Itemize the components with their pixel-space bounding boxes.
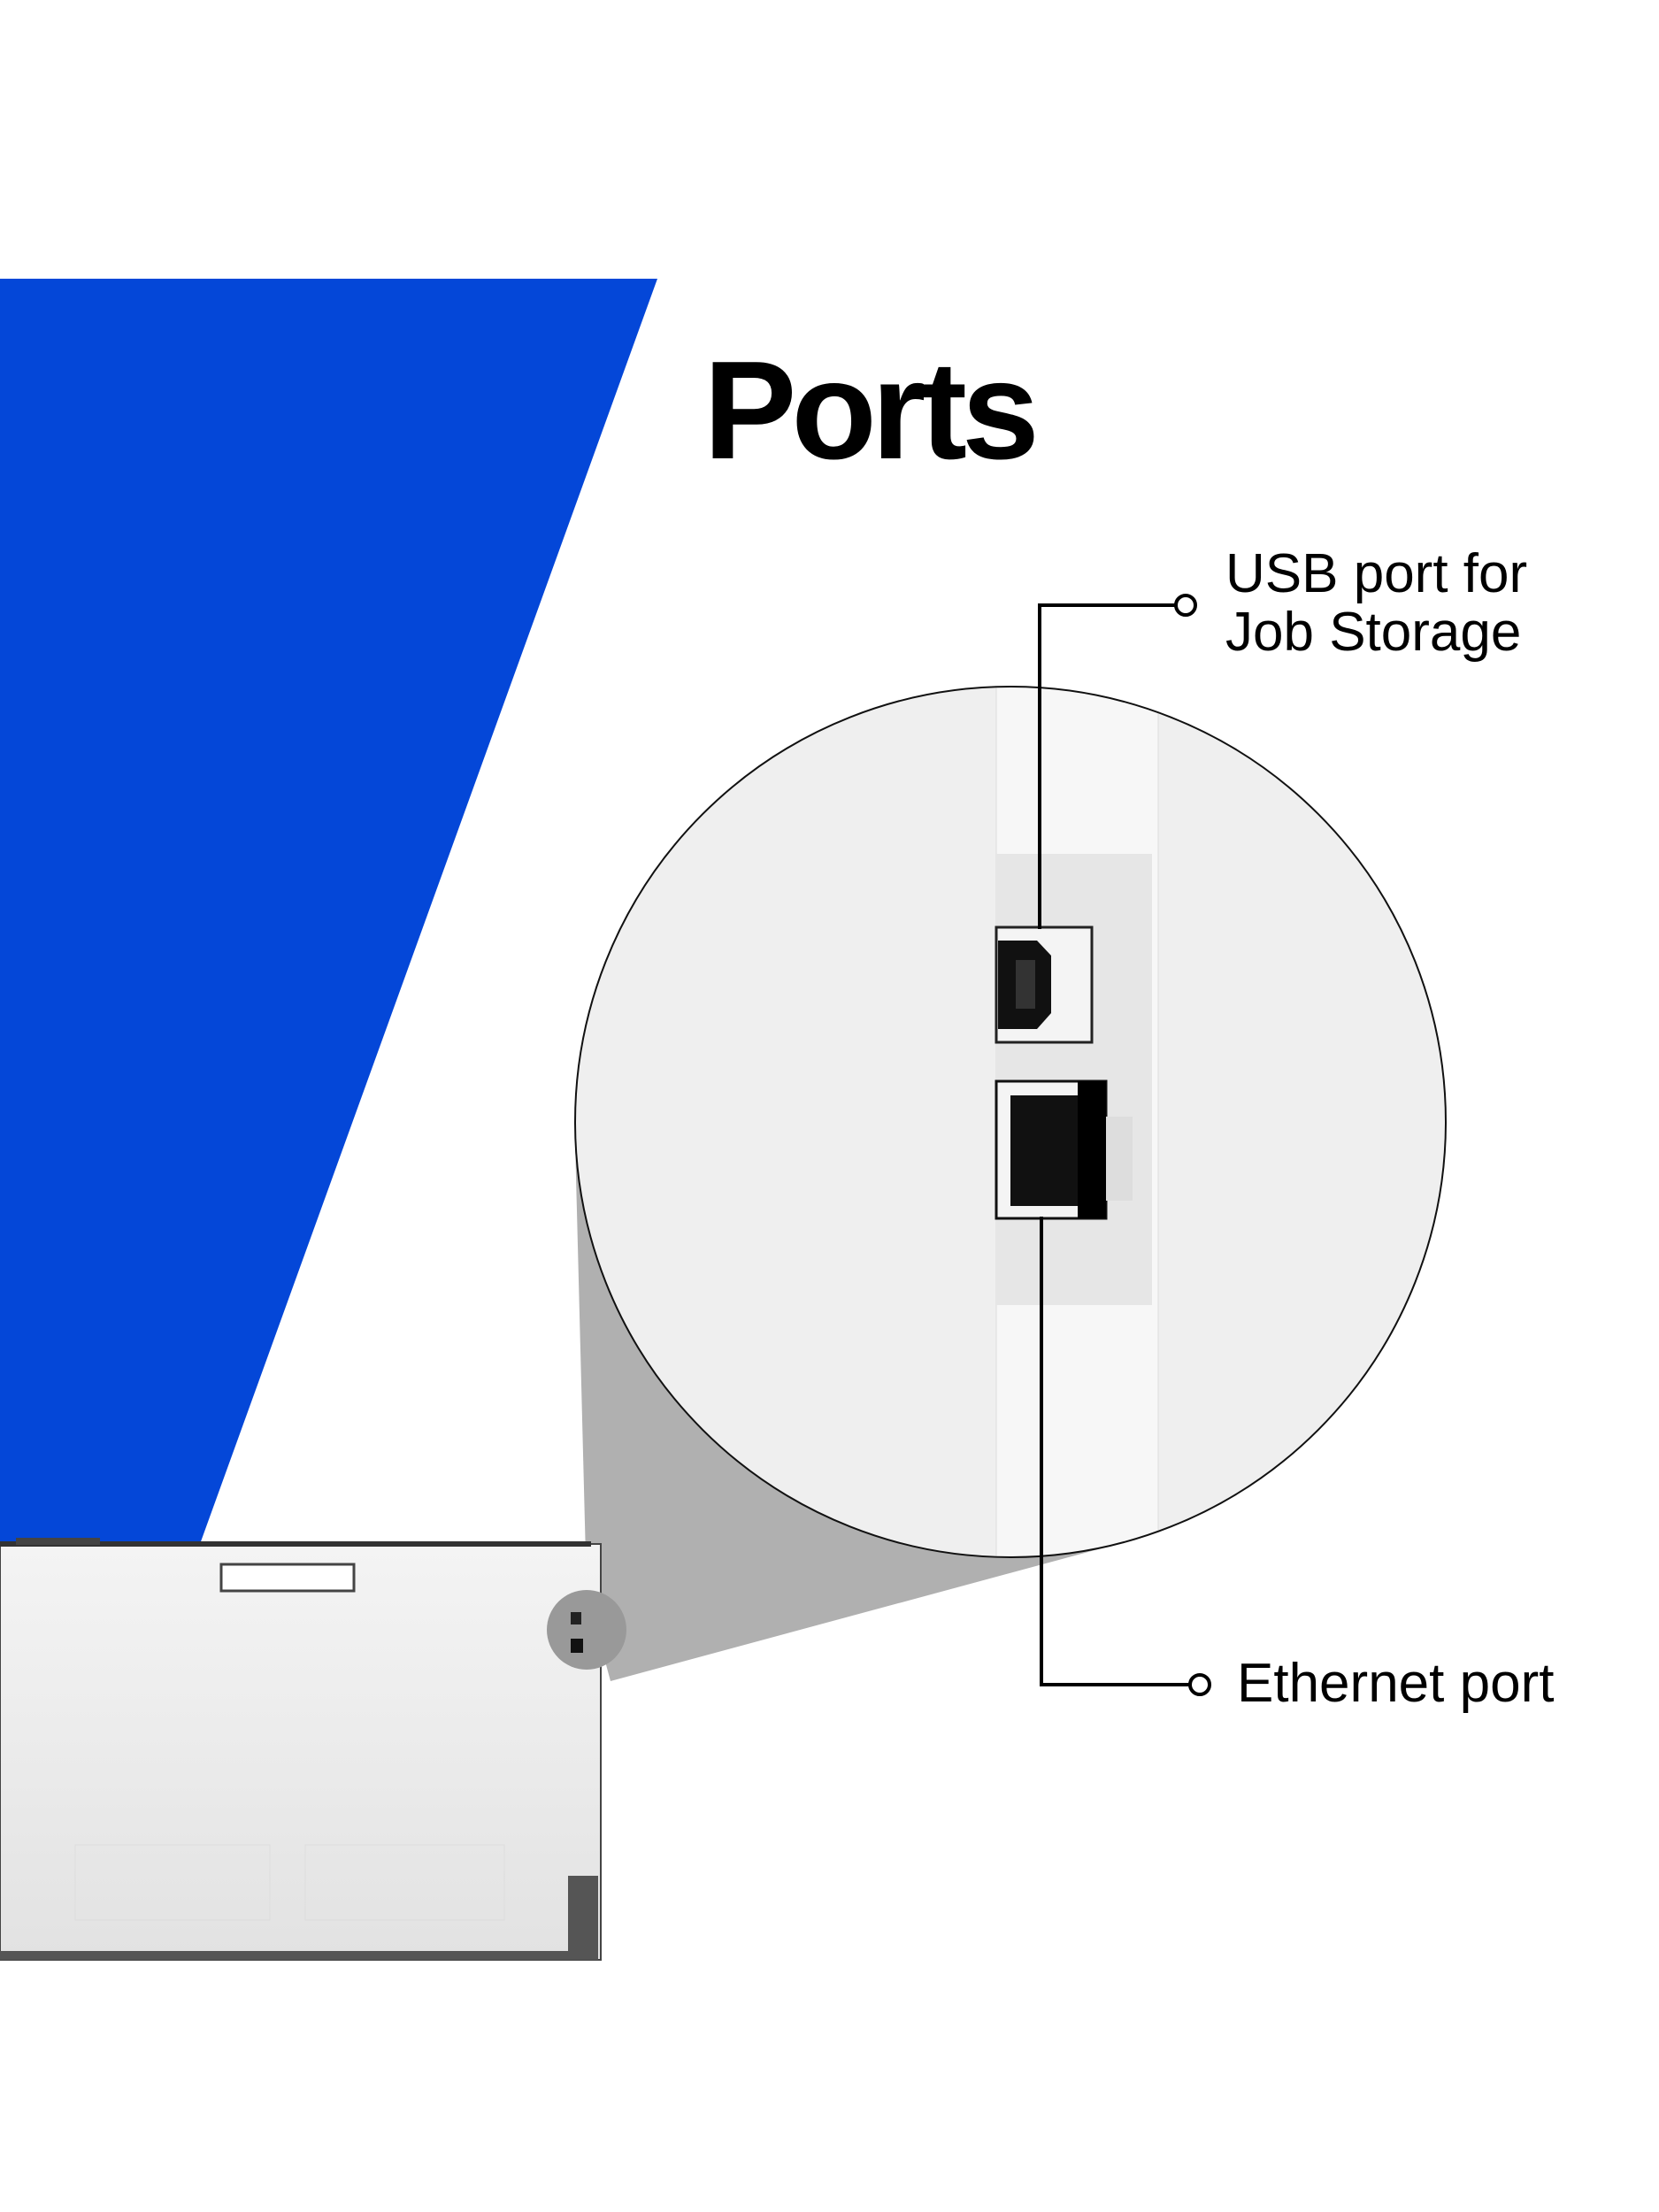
zoom-detail-circle (575, 687, 1446, 1557)
usb-label-line1: USB port for (1225, 543, 1528, 604)
blue-accent-shape (0, 279, 657, 1544)
ethernet-port-label: Ethernet port (1237, 1653, 1555, 1714)
usb-label-line2: Job Storage (1225, 602, 1522, 663)
ethernet-callout-line (1040, 1217, 1211, 1696)
zoom-cone (575, 1141, 1150, 1681)
printer-image (0, 1538, 626, 1961)
usb-port-label: USB port for Job Storage (1225, 545, 1527, 662)
page-title: Ports (703, 333, 1040, 488)
usb-callout-line (1038, 594, 1197, 929)
ethernet-port (1010, 1095, 1081, 1206)
